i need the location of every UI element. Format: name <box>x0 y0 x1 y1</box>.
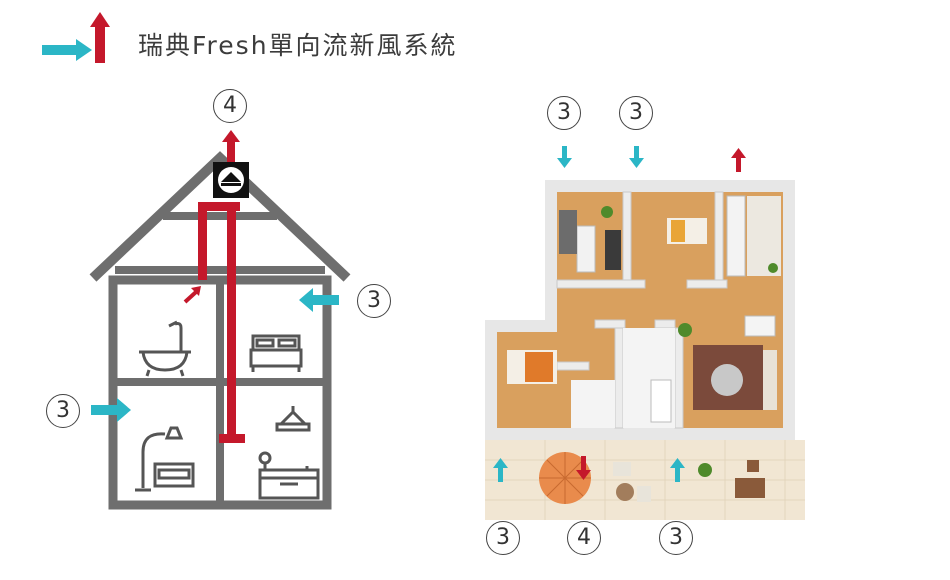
terrace-table-chairs <box>613 460 765 502</box>
plan-supply-arrow-bottom-left <box>493 458 508 482</box>
marker-plan-bottom-mid: 4 <box>567 521 601 555</box>
kitchen-floor <box>747 196 781 276</box>
red-up-arrow-icon <box>90 12 110 63</box>
dining-table <box>744 315 776 337</box>
floor-plan <box>485 146 805 520</box>
cyan-right-arrow-icon <box>42 39 92 61</box>
plan-supply-arrow-top-mid <box>629 146 644 168</box>
plan-exhaust-arrow-bottom-mid <box>576 456 591 480</box>
tv-stand <box>605 230 621 270</box>
marker-house-supply-left: 3 <box>46 394 80 428</box>
kitchen-icon <box>258 406 320 500</box>
sofa <box>763 350 777 410</box>
plan-supply-arrow-top-left <box>557 146 572 168</box>
study-desk <box>559 210 577 254</box>
marker-plan-bottom-right: 3 <box>659 521 693 555</box>
supply-air-arrow-right-wall <box>299 288 339 312</box>
roof-outline <box>89 151 351 282</box>
marker-plan-bottom-left: 3 <box>486 521 520 555</box>
bed-icon <box>249 334 303 372</box>
marker-house-supply-right: 3 <box>357 284 391 318</box>
supply-air-arrow-left-wall <box>91 398 131 422</box>
kitchen-counter <box>726 195 746 277</box>
legend-icons <box>42 12 110 63</box>
plan-supply-arrow-bottom-right <box>670 458 685 482</box>
house-section <box>89 130 351 510</box>
marker-plan-top-mid: 3 <box>619 96 653 130</box>
floor-lamp-armchair-icon <box>135 426 195 492</box>
plan-exhaust-arrow-top-right <box>731 148 746 172</box>
marker-house-exhaust: 4 <box>213 89 247 123</box>
marker-plan-top-left: 3 <box>547 96 581 130</box>
wc-room <box>571 380 615 428</box>
exhaust-duct <box>183 130 245 443</box>
page-title: 瑞典Fresh單向流新風系統 <box>138 31 458 60</box>
bathtub <box>650 379 672 423</box>
ventilation-unit-icon <box>213 162 249 198</box>
terrace-umbrella <box>539 452 591 504</box>
bathtub-icon <box>139 320 191 377</box>
